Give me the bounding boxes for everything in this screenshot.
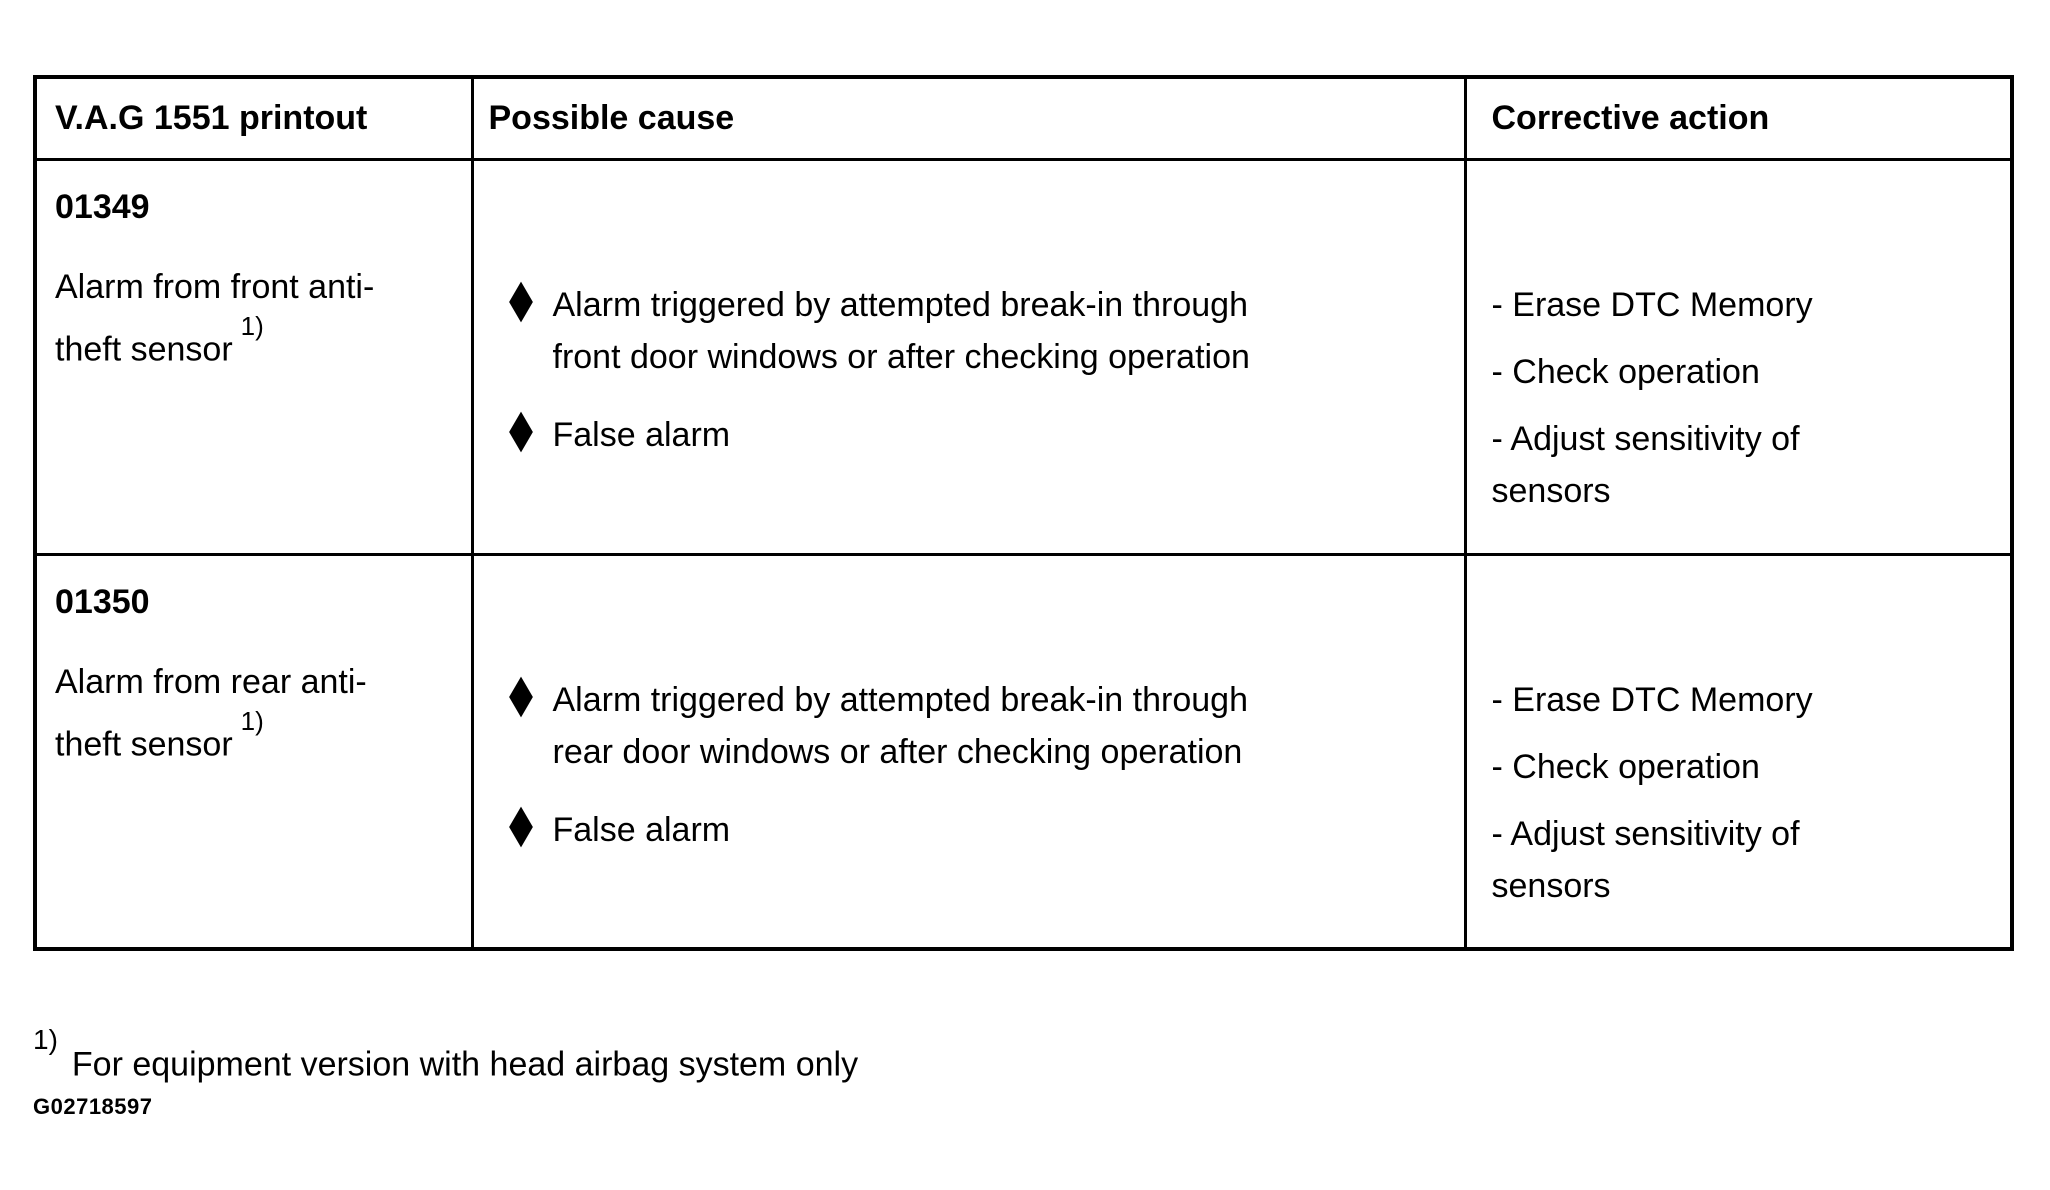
printout-cell: 01350 Alarm from rear anti-theft sensor1… [33, 552, 474, 951]
dtc-table-container: V.A.G 1551 printout Possible cause Corre… [33, 75, 2014, 951]
dtc-code: 01349 [55, 187, 150, 226]
cause-cell: Alarm triggered by attempted break-in th… [470, 552, 1467, 951]
action-item: - Erase DTC Memory [1491, 680, 1813, 719]
cause-item: False alarm [508, 409, 1454, 461]
dtc-code: 01350 [55, 582, 150, 621]
footnote-ref: 1) [240, 705, 264, 736]
figure-id: G02718597 [33, 1094, 153, 1119]
footnote: 1) For equipment version with head airbag… [33, 1024, 859, 1090]
footnote-text: For equipment version with head airbag s… [71, 1045, 859, 1084]
action-item: - Check operation [1491, 747, 1760, 786]
action-item: - Adjust sensitivity of sensors [1491, 814, 1800, 905]
fault-description: Alarm from front anti-theft sensor1) [55, 261, 427, 375]
footnote-marker: 1) [33, 1024, 58, 1055]
column-header-cause: Possible cause [470, 75, 1467, 161]
cause-item: False alarm [508, 804, 1454, 856]
fault-description-text: Alarm from front anti-theft sensor [55, 267, 375, 368]
fault-description-text: Alarm from rear anti-theft sensor [55, 662, 367, 763]
action-cell: - Erase DTC Memory - Check operation - A… [1463, 552, 2014, 951]
fault-description: Alarm from rear anti-theft sensor1) [55, 656, 427, 770]
cause-text: Alarm triggered by attempted break-in th… [552, 285, 1250, 376]
cause-text: False alarm [552, 810, 731, 849]
diamond-bullet-icon [508, 676, 533, 717]
cause-list: Alarm triggered by attempted break-in th… [508, 674, 1454, 856]
table-row: 01349 Alarm from front anti-theft sensor… [33, 157, 2014, 556]
column-header-action: Corrective action [1463, 75, 2014, 161]
cause-text: Alarm triggered by attempted break-in th… [552, 680, 1248, 771]
diamond-bullet-icon [508, 411, 533, 452]
action-item: - Adjust sensitivity of sensors [1491, 419, 1800, 510]
action-cell: - Erase DTC Memory - Check operation - A… [1463, 157, 2014, 556]
column-header-printout: V.A.G 1551 printout [33, 75, 474, 161]
action-item: - Erase DTC Memory [1491, 285, 1813, 324]
diamond-bullet-icon [508, 281, 533, 322]
action-item: - Check operation [1491, 352, 1760, 391]
printout-cell: 01349 Alarm from front anti-theft sensor… [33, 157, 474, 556]
cause-text: False alarm [552, 415, 731, 454]
dtc-table: V.A.G 1551 printout Possible cause Corre… [33, 75, 2014, 951]
diamond-bullet-icon [508, 806, 533, 847]
cause-item: Alarm triggered by attempted break-in th… [508, 674, 1454, 778]
header-row: V.A.G 1551 printout Possible cause Corre… [33, 75, 2014, 161]
table-row: 01350 Alarm from rear anti-theft sensor1… [33, 552, 2014, 951]
footnote-ref: 1) [240, 310, 264, 341]
cause-list: Alarm triggered by attempted break-in th… [508, 279, 1454, 461]
cause-item: Alarm triggered by attempted break-in th… [508, 279, 1454, 383]
cause-cell: Alarm triggered by attempted break-in th… [470, 157, 1467, 556]
